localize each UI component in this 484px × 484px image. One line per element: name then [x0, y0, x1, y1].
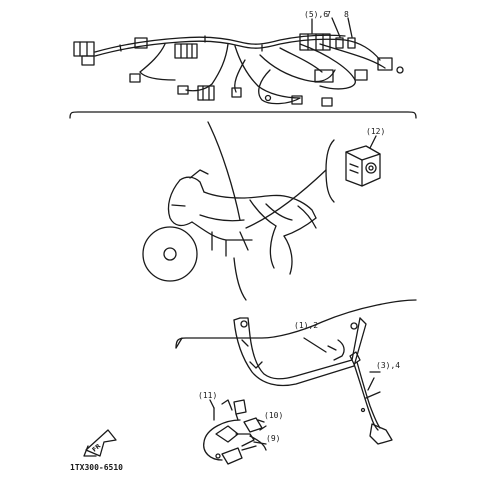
bracket-leader: [233, 257, 247, 301]
connector-branch-c: [197, 85, 215, 101]
connector-trunk-multi: [174, 43, 198, 59]
harness-leader: [207, 121, 241, 221]
front-label: FR: [91, 442, 102, 453]
motorcycle-illustration: [142, 169, 317, 282]
callout-3-4: (3),4: [376, 361, 400, 370]
part-code: 1TX300-6510: [70, 463, 123, 472]
part-11-connector: [233, 399, 247, 415]
callout-5-6: (5),6: [304, 10, 328, 19]
section-bracket-bottom: [175, 299, 417, 349]
callout-9: (9): [266, 434, 280, 443]
sidestand-lead: [349, 351, 393, 445]
front-arrow-icon: [83, 429, 117, 457]
section-bracket-right: [325, 139, 335, 203]
harness-bracket: [233, 317, 367, 387]
ring-terminal-right: [396, 66, 404, 74]
switch-assembly: [203, 399, 267, 465]
ring-terminal-mid: [264, 94, 272, 102]
part-9-sensor: [221, 447, 243, 465]
connector-lower-c: [231, 87, 242, 98]
harness-connectors: [73, 33, 404, 107]
connector-left-block: [73, 41, 95, 57]
section-bracket-tick: [175, 337, 183, 349]
callout-8: 8: [344, 10, 349, 19]
connector-right-a: [314, 69, 334, 83]
fuse-box: [299, 33, 331, 51]
callout-10: (10): [264, 411, 283, 420]
connector-lower-b: [321, 97, 333, 107]
connector-right-c: [377, 57, 393, 71]
callout-1-2: (1),2: [294, 321, 318, 330]
bracket-hole-top: [240, 320, 248, 328]
relay-leader: [245, 169, 327, 229]
relay-part: [345, 135, 381, 187]
connector-branch-b: [177, 85, 189, 95]
connector-branch-a: [129, 73, 141, 83]
section-bracket-top: [69, 111, 417, 119]
callout-7: 7: [326, 10, 331, 19]
connector-right-b: [354, 69, 368, 81]
fuse-7: [335, 37, 344, 49]
callout-labels: (5),6 7 8 (12) (1),2 (3),4 (11) (10) (9): [198, 10, 400, 443]
connector-lower-a: [291, 95, 303, 105]
connector-left-small: [81, 55, 95, 66]
wire-harness: [94, 34, 386, 105]
fuse-leaders: [311, 17, 353, 38]
callout-12: (12): [366, 127, 385, 136]
callout-11: (11): [198, 391, 217, 400]
connector-trunk-a: [134, 37, 148, 49]
fuse-8: [347, 37, 356, 49]
bracket-hole-right: [350, 322, 358, 330]
